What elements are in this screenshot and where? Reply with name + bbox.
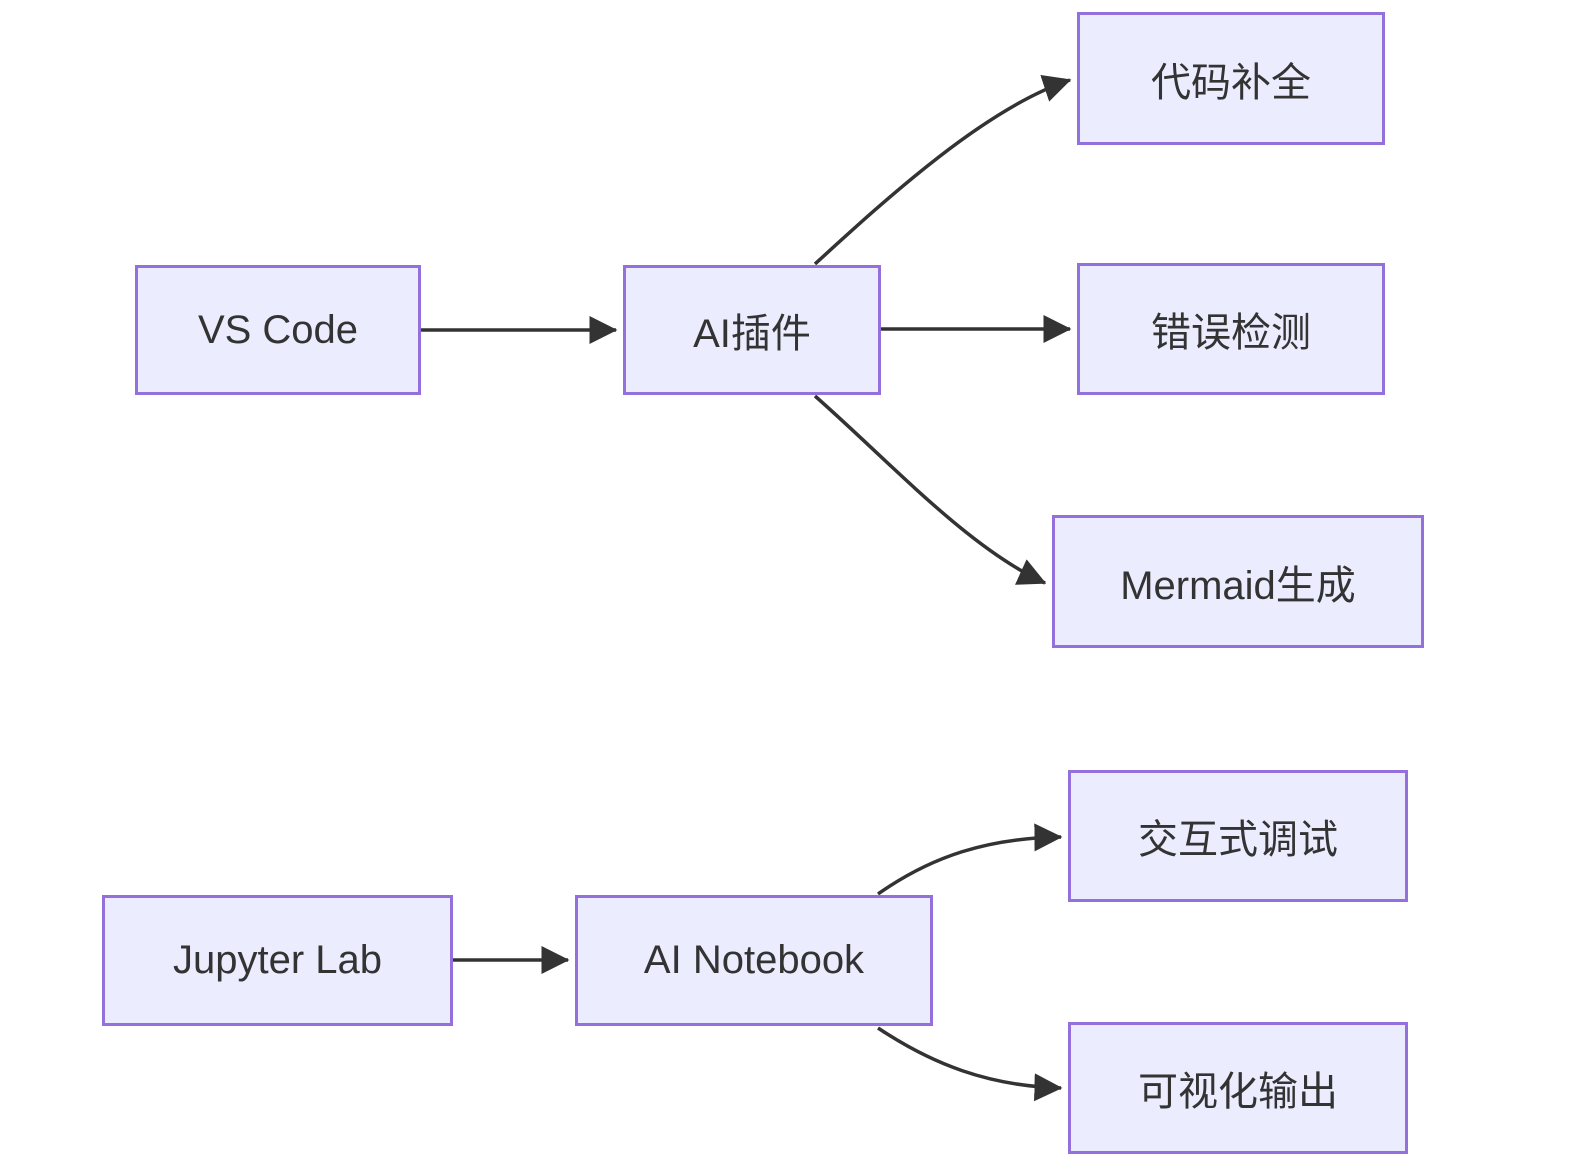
edge-ai-plugin-to-code-completion — [813, 75, 1072, 266]
node-vscode-label: VS Code — [197, 307, 359, 352]
node-visual-output-label: 可视化输出 — [1138, 1070, 1338, 1114]
node-ai-notebook-label: AI Notebook — [643, 938, 865, 982]
node-ai-notebook: AI Notebook — [575, 895, 933, 1026]
edge-ai-notebook-to-visual-output — [877, 1026, 1063, 1102]
node-code-completion-label: 代码补全 — [1151, 60, 1311, 105]
edge-ai-notebook-to-interactive-debugging — [876, 823, 1063, 896]
node-code-completion: 代码补全 — [1077, 12, 1385, 145]
node-mermaid-generation-label: Mermaid生成 — [1120, 563, 1356, 608]
node-visual-output: 可视化输出 — [1068, 1022, 1408, 1154]
node-ai-plugin-label: AI插件 — [693, 312, 811, 356]
node-mermaid-generation: Mermaid生成 — [1052, 515, 1424, 648]
node-jupyter-lab-label: Jupyter Lab — [172, 938, 383, 982]
node-vscode: VS Code — [135, 265, 421, 395]
node-interactive-debugging: 交互式调试 — [1068, 770, 1408, 902]
node-error-detection: 错误检测 — [1077, 263, 1385, 395]
node-jupyter-lab: Jupyter Lab — [102, 895, 453, 1026]
node-error-detection-label: 错误检测 — [1151, 311, 1311, 355]
node-interactive-debugging-label: 交互式调试 — [1138, 818, 1338, 862]
node-ai-plugin: AI插件 — [623, 265, 881, 395]
edge-ai-plugin-to-mermaid-generation — [813, 394, 1047, 585]
